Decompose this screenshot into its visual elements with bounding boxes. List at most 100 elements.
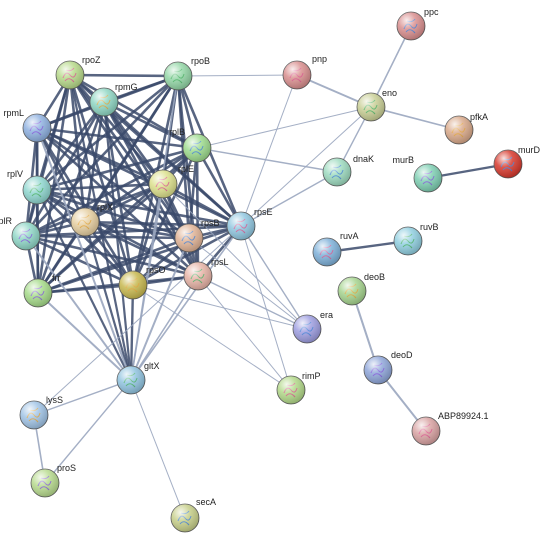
edge-gltX-rplR[interactable] — [25, 235, 132, 381]
edge-rpsE-frr[interactable] — [37, 224, 242, 295]
edge-gltX-rpmL[interactable] — [36, 127, 132, 381]
edge-rpmL-rplX[interactable] — [35, 127, 87, 223]
node-pfkA[interactable]: pfkA — [444, 112, 488, 145]
node-rpsE[interactable]: rpsE — [226, 207, 273, 241]
edge-rpmG-rplR[interactable] — [24, 101, 106, 237]
node-rpoB[interactable]: rpoB — [163, 56, 210, 91]
node-deoB[interactable]: deoB — [337, 272, 385, 306]
edge-eno-pfkA[interactable] — [370, 106, 460, 131]
edge-rpsE-era[interactable] — [240, 225, 308, 330]
node-rplR[interactable]: rplR — [0, 216, 41, 251]
node-gltX[interactable]: gltX — [116, 361, 160, 395]
node-murB[interactable]: murB — [392, 155, 443, 193]
edge-rplR-rpsB[interactable] — [25, 234, 190, 240]
edge-rplE-rplR[interactable] — [25, 182, 164, 238]
edge-rplR-rpsO[interactable] — [25, 234, 134, 287]
edge-rplR-rpsL[interactable] — [25, 234, 199, 278]
edge-rpsB-era[interactable] — [188, 237, 308, 330]
edge-rplE-rpsE[interactable] — [162, 182, 242, 228]
node-rplE[interactable]: rplE — [148, 164, 194, 199]
edge-rpsO-rimP[interactable] — [132, 284, 292, 391]
node-frr[interactable]: frr — [23, 273, 61, 308]
node-rplB[interactable]: rplB — [169, 127, 212, 163]
node-deoD[interactable]: deoD — [363, 350, 413, 385]
node-rimP[interactable]: rimP — [276, 371, 321, 405]
node-ruvB[interactable]: ruvB — [393, 222, 439, 256]
node-rplV[interactable]: rplV — [7, 169, 52, 205]
edge-rplB-rpsB[interactable] — [187, 147, 199, 239]
edge-rpoZ-frr[interactable] — [36, 74, 72, 294]
edge-rpmG-rplX[interactable] — [83, 101, 106, 223]
node-highlight — [394, 227, 422, 255]
node-rpsB[interactable]: rpsB — [174, 218, 220, 253]
node-label: lysS — [46, 395, 63, 405]
node-rpsO[interactable]: rpsO — [118, 265, 166, 300]
edge-gltX-proS[interactable] — [44, 379, 132, 484]
node-dnaK[interactable]: dnaK — [322, 154, 374, 187]
edge-rpmL-rplB[interactable] — [36, 126, 198, 150]
edge-rplB-eno[interactable] — [196, 106, 372, 149]
node-label: rimP — [302, 371, 321, 381]
node-ABP89924.1[interactable]: ABP89924.1 — [411, 411, 489, 446]
node-highlight — [171, 504, 199, 532]
edge-gltX-rpoB[interactable] — [130, 75, 179, 381]
edge-gltX-rpsL[interactable] — [130, 275, 199, 381]
edge-rplE-era[interactable] — [162, 183, 308, 330]
edge-lysS-rpsE[interactable] — [33, 225, 242, 416]
node-label: era — [320, 310, 333, 320]
edge-rpsE-rpsO[interactable] — [132, 224, 242, 287]
edge-rplV-rpsE[interactable] — [36, 188, 242, 228]
edge-rplB-dnaK[interactable] — [196, 147, 338, 173]
node-lysS[interactable]: lysS — [19, 395, 63, 430]
edge-rpsE-pnp[interactable] — [240, 74, 298, 227]
edge-rpoB-pnp[interactable] — [177, 74, 298, 77]
edge-rplE-frr[interactable] — [37, 183, 164, 294]
node-secA[interactable]: secA — [170, 497, 216, 533]
edge-eno-ppc[interactable] — [370, 25, 412, 108]
edge-rplX-rpsE[interactable] — [84, 220, 242, 228]
node-eno[interactable]: eno — [356, 88, 397, 122]
node-murD[interactable]: murD — [493, 145, 540, 179]
edge-rplX-rpsL[interactable] — [84, 220, 199, 278]
edge-rplB-rplV[interactable] — [36, 146, 198, 192]
node-highlight — [23, 176, 51, 204]
edge-gltX-rpsB[interactable] — [130, 237, 190, 381]
edge-rplR-rpsE[interactable] — [25, 224, 242, 238]
edge-rpsL-rimP[interactable] — [197, 275, 292, 391]
node-ruvA[interactable]: ruvA — [312, 231, 359, 267]
node-era[interactable]: era — [292, 310, 333, 344]
edge-rpsE-dnaK[interactable] — [240, 171, 338, 227]
node-ppc[interactable]: ppc — [396, 7, 439, 41]
edge-rpoZ-rpoB[interactable] — [69, 73, 179, 78]
edge-gltX-rpoZ[interactable] — [68, 74, 133, 381]
node-rpmG[interactable]: rpmG — [89, 82, 138, 117]
node-label: gltX — [144, 361, 160, 371]
edge-rpsL-era[interactable] — [197, 275, 308, 330]
node-rpsL[interactable]: rpsL — [183, 257, 229, 291]
edge-gltX-secA[interactable] — [130, 379, 186, 519]
node-rplX[interactable]: rplX — [70, 202, 113, 237]
edge-gltX-rplX[interactable] — [83, 221, 133, 381]
node-rpmL[interactable]: rpmL — [3, 108, 52, 143]
edge-gltX-rpmG[interactable] — [102, 101, 133, 381]
edge-rplB-rpsL[interactable] — [195, 147, 200, 277]
edge-rpoZ-rplE[interactable] — [69, 74, 164, 185]
edge-rpsO-era[interactable] — [132, 284, 308, 330]
node-pnp[interactable]: pnp — [282, 54, 327, 90]
node-label: rpmL — [3, 108, 24, 118]
edge-rpsE-rimP[interactable] — [240, 225, 292, 391]
node-rpoZ[interactable]: rpoZ — [55, 55, 101, 90]
node-proS[interactable]: proS — [30, 463, 76, 498]
edge-gltX-frr[interactable] — [37, 292, 132, 381]
edge-rplB-rpsE[interactable] — [195, 147, 243, 227]
edge-gltX-rpsO[interactable] — [129, 284, 135, 381]
edge-rpmG-rplV[interactable] — [35, 101, 106, 191]
edge-gltX-lysS[interactable] — [33, 379, 132, 416]
edge-rpmG-rpsO[interactable] — [102, 101, 135, 286]
edge-rpmG-rplB[interactable] — [103, 100, 198, 150]
edge-rplB-rplR[interactable] — [25, 146, 198, 238]
edge-gltX-rpsE[interactable] — [130, 225, 242, 381]
edge-rplE-rplV[interactable] — [36, 182, 164, 192]
edge-gltX-rplV[interactable] — [36, 189, 132, 381]
